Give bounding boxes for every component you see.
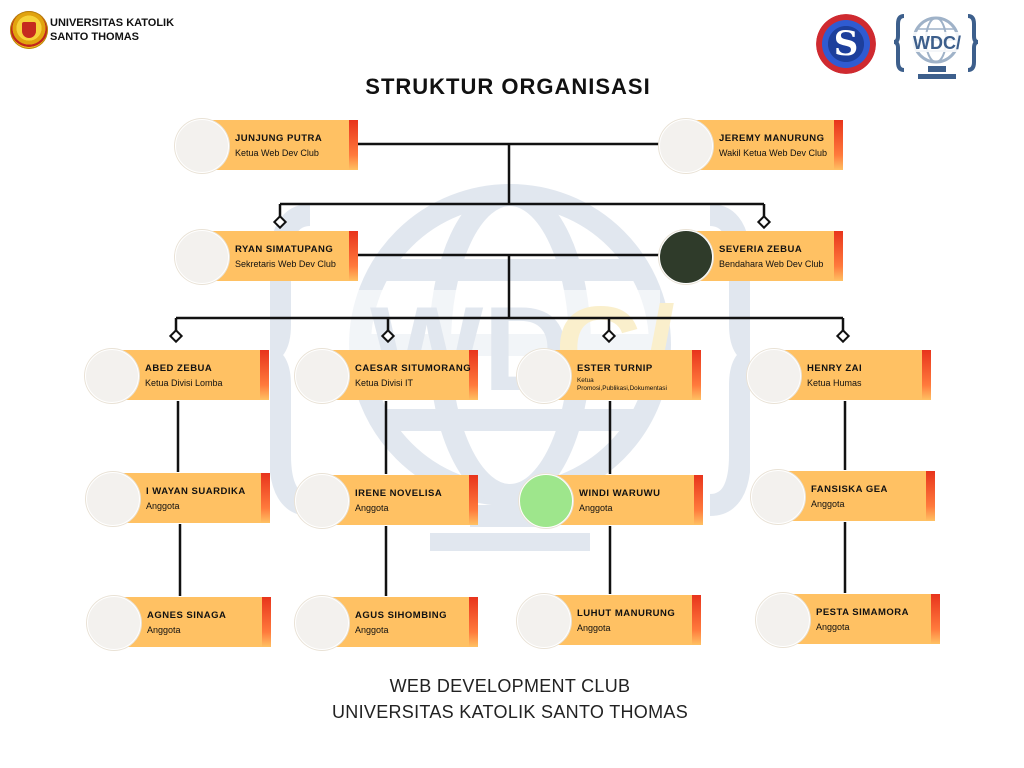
partner-emblem-logo: S	[816, 14, 876, 74]
member-name: CAESAR SITUMORANG	[355, 363, 472, 374]
member-card-ryan: RYAN SIMATUPANG Sekretaris Web Dev Club	[175, 230, 358, 284]
member-photo-avatar	[747, 349, 801, 403]
university-logo	[10, 11, 48, 49]
footer-line2: UNIVERSITAS KATOLIK SANTO THOMAS	[331, 702, 688, 722]
university-name-line1: UNIVERSITAS KATOLIK	[50, 17, 175, 29]
member-name: ABED ZEBUA	[145, 363, 213, 374]
member-name: ESTER TURNIP	[577, 363, 653, 374]
member-photo-avatar	[751, 470, 805, 524]
member-role: Ketua Divisi IT	[355, 378, 414, 388]
member-name: I WAYAN SUARDIKA	[146, 486, 246, 497]
member-card-severia: SEVERIA ZEBUA Bendahara Web Dev Club	[659, 230, 843, 284]
member-role: Anggota	[355, 503, 389, 513]
member-photo-avatar	[295, 474, 349, 528]
member-role: Anggota	[146, 501, 180, 511]
member-card-ester: ESTER TURNIP Ketua Promosi,Publikasi,Dok…	[517, 349, 701, 403]
footer-line1: WEB DEVELOPMENT CLUB	[389, 676, 631, 696]
member-photo-avatar	[295, 349, 349, 403]
member-photo-avatar	[87, 596, 141, 650]
member-card-irene: IRENE NOVELISA Anggota	[295, 474, 478, 528]
member-card-henry: HENRY ZAI Ketua Humas	[747, 349, 931, 403]
member-role: Anggota	[816, 622, 850, 632]
member-photo-avatar	[295, 596, 349, 650]
member-card-luhut: LUHUT MANURUNG Anggota	[517, 594, 701, 648]
member-name: JEREMY MANURUNG	[719, 133, 825, 144]
member-card-windi: WINDI WARUWU Anggota	[519, 474, 703, 528]
member-card-pesta: PESTA SIMAMORA Anggota	[756, 593, 940, 647]
member-photo-avatar	[86, 472, 140, 526]
member-role: Anggota	[147, 625, 181, 635]
member-name: RYAN SIMATUPANG	[235, 244, 334, 255]
member-name: PESTA SIMAMORA	[816, 607, 910, 618]
member-photo-avatar	[517, 594, 571, 648]
member-photo-avatar	[517, 349, 571, 403]
member-role: Ketua Web Dev Club	[235, 148, 319, 158]
member-name: HENRY ZAI	[807, 363, 863, 374]
member-photo-avatar	[175, 119, 229, 173]
member-card-caesar: CAESAR SITUMORANG Ketua Divisi IT	[295, 349, 478, 403]
member-card-abed: ABED ZEBUA Ketua Divisi Lomba	[85, 349, 269, 403]
member-card-fansiska: FANSISKA GEA Anggota	[751, 470, 935, 524]
page-title: STRUKTUR ORGANISASI	[365, 74, 651, 99]
member-name: WINDI WARUWU	[579, 488, 661, 499]
member-role: Ketua Promosi,Publikasi,Dokumentasi	[577, 377, 667, 393]
member-photo-avatar	[659, 119, 713, 173]
member-name: SEVERIA ZEBUA	[719, 244, 803, 255]
member-card-wayan: I WAYAN SUARDIKA Anggota	[86, 472, 270, 526]
wdc-logo-text: WDC/	[913, 33, 961, 53]
member-name: IRENE NOVELISA	[355, 488, 443, 499]
member-name: LUHUT MANURUNG	[577, 608, 676, 619]
member-photo-avatar	[756, 593, 810, 647]
member-name: AGUS SIHOMBING	[355, 610, 447, 621]
member-role: Anggota	[579, 503, 613, 513]
member-photo-avatar	[175, 230, 229, 284]
member-role: Bendahara Web Dev Club	[719, 259, 824, 269]
member-role: Anggota	[577, 623, 611, 633]
member-role: Wakil Ketua Web Dev Club	[719, 148, 828, 158]
member-name: AGNES SINAGA	[147, 610, 227, 621]
member-card-agnes: AGNES SINAGA Anggota	[87, 596, 271, 650]
university-name: UNIVERSITAS KATOLIK SANTO THOMAS	[50, 16, 174, 44]
member-role-line2: Promosi,Publikasi,Dokumentasi	[577, 385, 667, 392]
wdc-club-logo: WDC/	[893, 14, 979, 79]
university-name-line2: SANTO THOMAS	[50, 31, 140, 43]
member-role-line1: Ketua	[577, 377, 594, 384]
member-role: Anggota	[355, 625, 389, 635]
member-photo-avatar	[659, 230, 713, 284]
member-name: FANSISKA GEA	[811, 484, 888, 495]
member-role: Ketua Divisi Lomba	[145, 378, 223, 388]
member-card-jeremy: JEREMY MANURUNG Wakil Ketua Web Dev Club	[659, 119, 843, 173]
member-role: Ketua Humas	[807, 378, 862, 388]
member-role: Anggota	[811, 499, 845, 509]
member-name: JUNJUNG PUTRA	[235, 133, 323, 144]
member-card-junjung: JUNJUNG PUTRA Ketua Web Dev Club	[175, 119, 358, 173]
member-card-agus: AGUS SIHOMBING Anggota	[295, 596, 478, 650]
member-photo-avatar	[519, 474, 573, 528]
member-role: Sekretaris Web Dev Club	[235, 259, 336, 269]
member-photo-avatar	[85, 349, 139, 403]
